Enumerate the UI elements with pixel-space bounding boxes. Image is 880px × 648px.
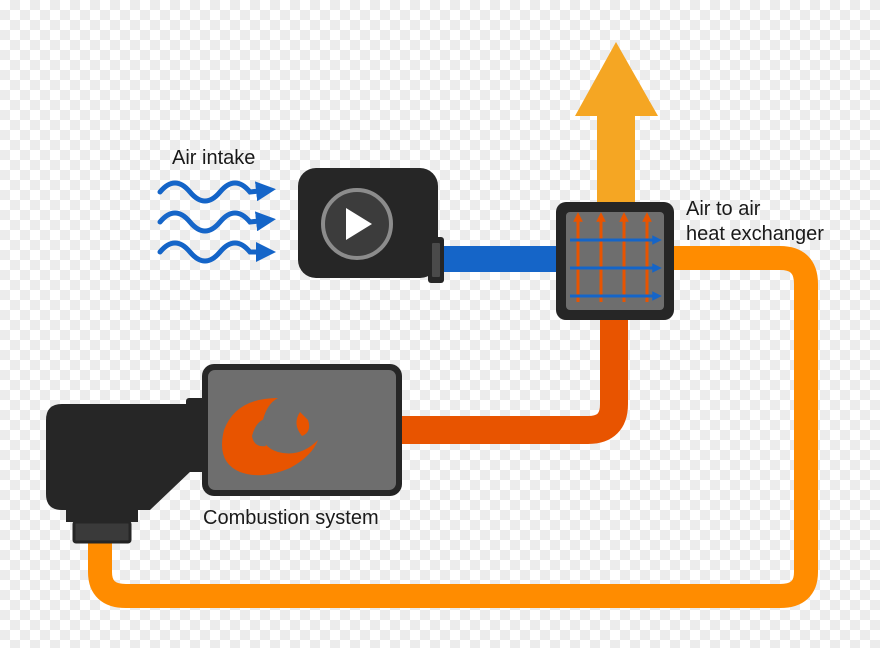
combustion-system-label: Combustion system [203,507,379,529]
combustion-system [202,364,402,496]
flame-icon [222,398,318,476]
wavy-arrow-icon [157,180,276,264]
burner-elbow [46,398,210,544]
warm-air-output-arrow [575,42,658,204]
air-intake-label: Air intake [172,147,256,169]
heat-exchanger [556,202,674,320]
exhaust-return-pipe [88,246,818,608]
play-icon [321,188,393,260]
air-blower [298,168,444,283]
intake-air-pipe [440,246,560,272]
heat-exchanger-label-line2: heat exchanger [686,223,824,245]
heat-exchanger-label-line1: Air to air [686,198,761,220]
hot-gas-pipe [400,318,628,444]
